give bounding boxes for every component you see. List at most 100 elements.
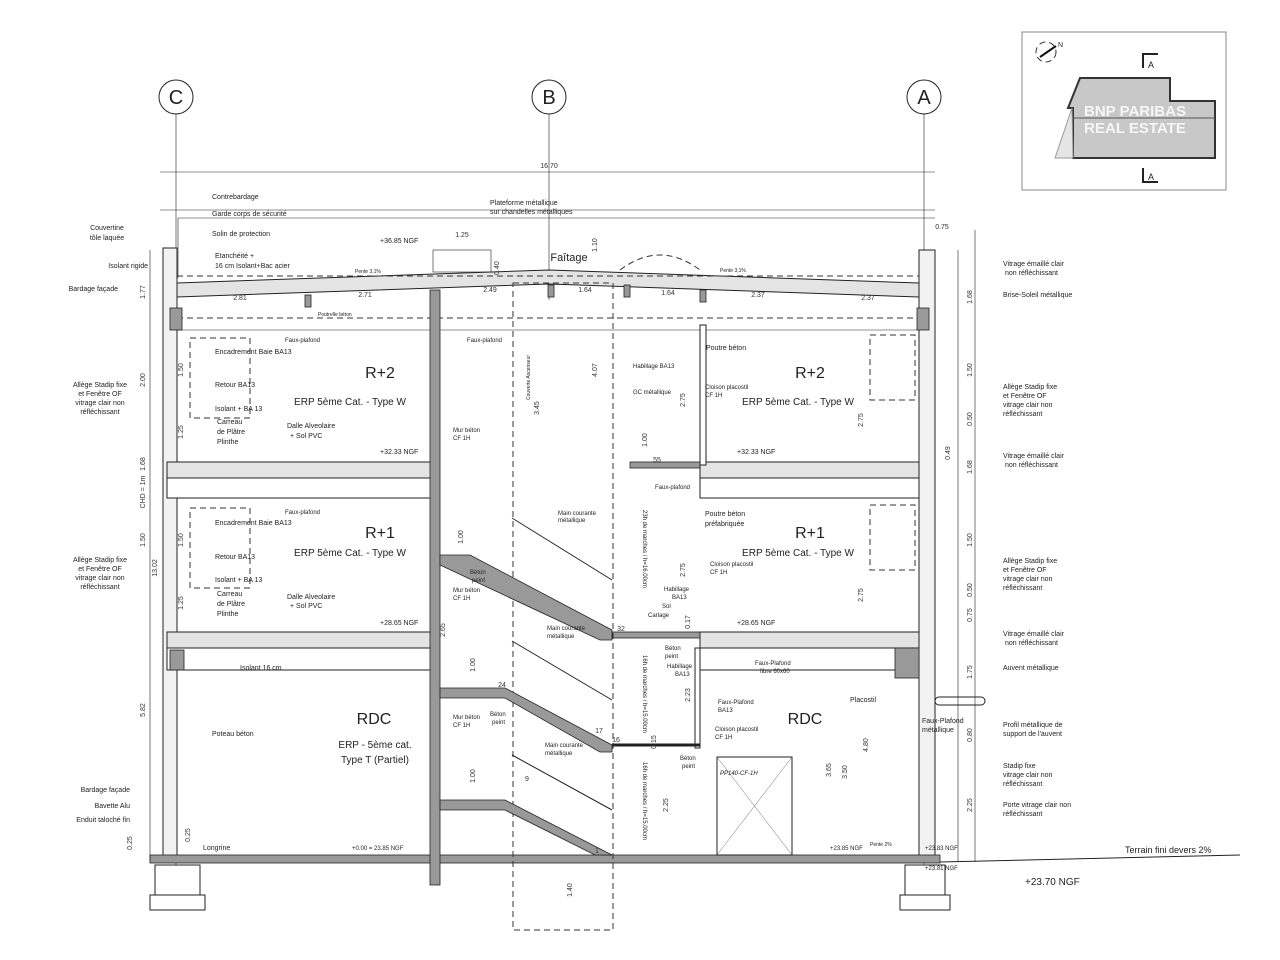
ext-slope: Pente 2% xyxy=(870,842,892,848)
dim-st17: 17 xyxy=(595,728,603,735)
note-fp-ba13-1: Faux-Plafond xyxy=(718,700,754,706)
dim-r275a: 2.75 xyxy=(858,413,865,427)
dim-e225: 2.25 xyxy=(967,798,974,812)
note-bardage-top: Bardage façade xyxy=(69,286,119,293)
note-mur-beton-r1: Mur béton xyxy=(453,588,480,594)
stair-footprint xyxy=(1054,107,1074,159)
note-auvent: Auvent métallique xyxy=(1003,665,1059,672)
dim-e168a: 1.68 xyxy=(967,290,974,304)
level-terrain: +23.70 NGF xyxy=(1025,877,1080,888)
slab-r2-left xyxy=(166,461,436,479)
note-solin: Solin de protection xyxy=(212,231,270,238)
dim-l582: 5.82 xyxy=(140,703,147,717)
dim-l150b: 1.50 xyxy=(140,533,147,547)
level-r2-right: +32.33 NGF xyxy=(737,449,775,456)
note-carreau-r2-1: Carreau xyxy=(217,419,242,426)
section-mark-top xyxy=(1142,53,1158,68)
beam-r2-right xyxy=(699,477,920,499)
core xyxy=(429,282,986,931)
note-porte-1: Porte vitrage clair non xyxy=(1003,802,1071,809)
note-vitrage-1b: non réfléchissant xyxy=(1005,270,1058,277)
left-annotations: Contrebardage Garde corps de sécurité So… xyxy=(69,194,352,852)
dim-m015: 0.15 xyxy=(651,735,658,749)
dim-st16: 16 xyxy=(612,737,620,744)
note-beton-4b: peint xyxy=(682,764,695,770)
level-ground: +0.00 = 23.85 NGF xyxy=(352,846,404,852)
note-isolant-r1: Isolant + BA 13 xyxy=(215,577,262,584)
dim-l025a: 0.25 xyxy=(127,836,134,850)
key-plan: N A A BNP PARIBAS REAL ESTATE xyxy=(1021,31,1227,191)
note-plinthe-r2: Plinthe xyxy=(217,439,239,446)
stair-label-r2: 23h de marches / h=16.00cm xyxy=(641,510,647,588)
note-etancheite-1: Etanchéité + xyxy=(215,253,254,260)
note-vitrage-2b: non réfléchissant xyxy=(1005,462,1058,469)
section-label-bottom: A xyxy=(1148,172,1154,182)
roof-beam-right xyxy=(916,307,930,331)
level-r2-left: +32.33 NGF xyxy=(380,449,418,456)
note-profil-1: Profil métallique de xyxy=(1003,722,1063,729)
note-allege-r-1d: réfléchissant xyxy=(1003,411,1042,418)
erp-r2-right: ERP 5ème Cat. - Type W xyxy=(742,397,854,408)
terrain-line xyxy=(939,854,1241,863)
note-habillage-r2: Habillage BA13 xyxy=(633,364,675,370)
note-fp-met-1: Faux-Plafond xyxy=(922,718,964,725)
beam-r1-left xyxy=(166,647,436,671)
skylight-outline xyxy=(619,254,701,271)
window-r1-right xyxy=(869,504,916,571)
note-bardage-bottom: Bardage façade xyxy=(81,787,131,794)
dim-e175: 1.75 xyxy=(967,665,974,679)
note-main-2a: Main courante xyxy=(547,626,586,632)
door-label: PP140-CF-1H xyxy=(720,771,758,777)
door-swing-2 xyxy=(716,756,793,856)
note-retour-r2: Retour BA13 xyxy=(215,382,255,389)
note-vitrage-3b: non réfléchissant xyxy=(1005,640,1058,647)
note-ba13-rdc: BA13 xyxy=(675,672,690,678)
dim-h110: 1.10 xyxy=(592,238,599,252)
note-retour-r1: Retour BA13 xyxy=(215,554,255,561)
slab-r1-left xyxy=(166,631,436,649)
note-brise-soleil: Brise-Soleil métallique xyxy=(1003,292,1072,299)
note-mur-beton-r2: Mur béton xyxy=(453,428,480,434)
note-longrine: Longrine xyxy=(203,845,230,852)
dim-r350: 3.50 xyxy=(842,765,849,779)
handrail-3[interactable] xyxy=(511,754,613,811)
footing-left-base xyxy=(149,894,206,911)
dim-st1: 1 xyxy=(595,848,599,855)
note-fp-fibre-2: fibre 60x60 xyxy=(760,669,790,675)
note-faux-plafond-r2: Faux-plafond xyxy=(285,338,320,344)
note-allege-r2-3: vitrage clair non xyxy=(75,400,125,407)
slab-r2-right xyxy=(699,461,920,479)
dim-r365: 3.65 xyxy=(826,763,833,777)
dim-e080: 0.80 xyxy=(967,728,974,742)
note-sol: Sol xyxy=(662,604,671,610)
dim-st9: 9 xyxy=(525,776,529,783)
note-vitrage-3a: Vitrage émaillé clair xyxy=(1003,631,1065,638)
note-cloison-rdc-cf: CF 1H xyxy=(715,735,732,741)
level-ext-1: +23.83 NGF xyxy=(925,846,958,852)
handrail-1[interactable] xyxy=(511,517,613,581)
note-main-3a: Main courante xyxy=(545,743,584,749)
section-mark-bottom xyxy=(1142,168,1158,183)
level-ext-2: +23.81 NGF xyxy=(925,866,958,872)
note-dalle-r2-1: Dalle Alveolaire xyxy=(287,423,335,430)
dim-m100a: 1.00 xyxy=(642,433,649,447)
note-plateforme-2: sur chandelles métalliques xyxy=(490,209,573,216)
note-allege-r-1c: vitrage clair non xyxy=(1003,402,1053,409)
erp-rdc-2: Type T (Partiel) xyxy=(341,755,409,766)
note-isolant-16: Isolant 16 cm xyxy=(240,665,282,672)
note-beton-1a: Béton xyxy=(470,570,486,576)
note-poutrelle: Poutrelle béton xyxy=(318,312,352,318)
note-etancheite-2: 16 cm Isolant+Bac acier xyxy=(215,263,291,270)
dim-m225: 2.25 xyxy=(663,798,670,812)
handrail-2[interactable] xyxy=(511,640,613,701)
dim-m407: 4.07 xyxy=(592,363,599,377)
dim-chd: CHD = 1m xyxy=(140,475,147,508)
ground-slab xyxy=(149,854,941,864)
note-poutre-r2: Poutre béton xyxy=(706,345,746,352)
note-dalle-r1-2: + Sol PVC xyxy=(290,603,323,610)
middle-annotations: Plateforme métallique sur chandelles mét… xyxy=(453,200,877,840)
note-isolant-rigide: Isolant rigide xyxy=(108,263,148,270)
joist-1 xyxy=(304,294,312,308)
note-allege-r1-3: vitrage clair non xyxy=(75,575,125,582)
dim-m140: 1.40 xyxy=(567,883,574,897)
